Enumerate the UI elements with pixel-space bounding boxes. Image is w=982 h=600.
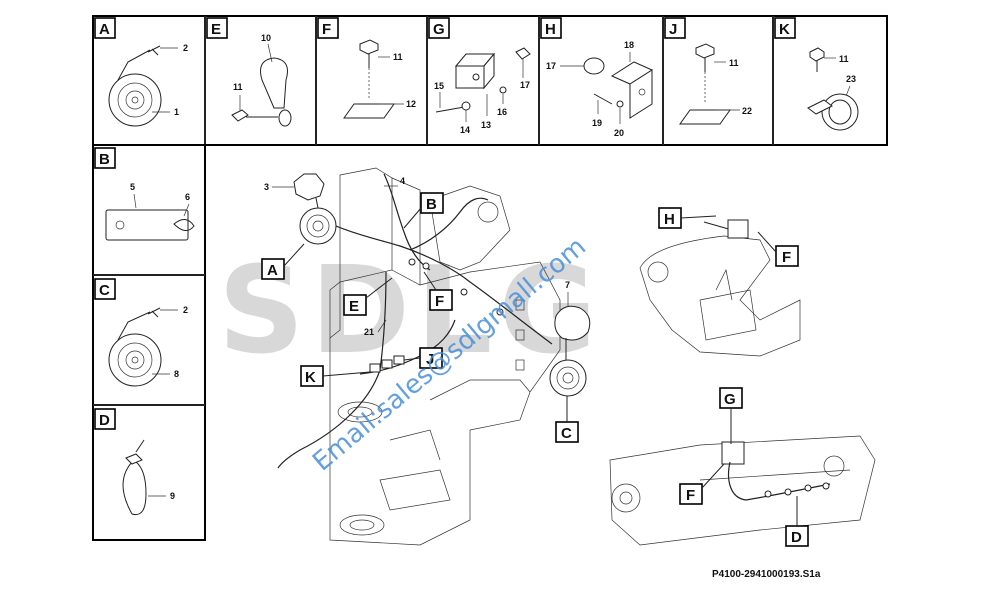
panel-H-callout-19: 19 <box>592 118 602 128</box>
panel-H-letter: H <box>545 21 556 38</box>
panel-B-letter: B <box>99 151 110 168</box>
panel-J: J 11 22 <box>664 17 752 125</box>
callout-21: 21 <box>364 327 374 337</box>
panel-D-callout-9: 9 <box>170 491 175 501</box>
panel-A-letter: A <box>99 21 110 38</box>
right-label-F-lower: F <box>686 487 695 504</box>
panel-B: B 5 6 <box>94 147 195 241</box>
panel-H-callout-20: 20 <box>614 128 624 138</box>
panel-C: C 2 8 <box>94 278 188 387</box>
panel-F-letter: F <box>322 21 331 38</box>
main-label-F: F <box>435 293 444 310</box>
panel-G-callout-16: 16 <box>497 107 507 117</box>
panel-G-callout-13: 13 <box>481 120 491 130</box>
main-label-A: A <box>267 262 278 279</box>
panel-K-callout-11: 11 <box>839 54 849 64</box>
panel-G-callout-14: 14 <box>460 125 470 135</box>
panel-K-letter: K <box>779 21 790 38</box>
main-callouts: 3 4 7 21 A B E F J K C <box>261 176 579 443</box>
panel-A: A 2 1 <box>94 17 188 127</box>
panel-B-callout-5: 5 <box>130 182 135 192</box>
panel-D-letter: D <box>99 412 110 429</box>
panel-A-callout-1: 1 <box>174 107 179 117</box>
panel-E: E 10 11 <box>206 17 292 127</box>
panel-A-callout-2: 2 <box>183 43 188 53</box>
panel-C-letter: C <box>99 282 110 299</box>
main-label-E: E <box>349 298 359 315</box>
callout-3: 3 <box>264 182 269 192</box>
main-frame-illustration <box>277 167 591 546</box>
panel-G-callout-17: 17 <box>520 80 530 90</box>
right-label-D: D <box>791 529 802 546</box>
drawing-reference: P4100-2941000193.S1a <box>712 569 821 580</box>
panel-K-callout-23: 23 <box>846 74 856 84</box>
right-label-F-upper: F <box>782 249 791 266</box>
panel-E-callout-11: 11 <box>233 82 243 92</box>
panel-K: K 11 23 <box>774 17 859 131</box>
panel-E-letter: E <box>211 21 221 38</box>
main-label-K: K <box>305 369 316 386</box>
right-upper-sketch: H F <box>639 207 801 357</box>
detail-panels-top-row <box>92 15 888 146</box>
right-label-H: H <box>664 211 675 228</box>
panel-F-callout-12: 12 <box>406 99 416 109</box>
callout-4: 4 <box>400 176 405 186</box>
panel-H: H 18 17 19 20 <box>540 17 654 138</box>
panel-J-letter: J <box>669 21 677 38</box>
panel-E-callout-10: 10 <box>261 33 271 43</box>
panel-H-callout-17: 17 <box>546 61 556 71</box>
panel-H-callout-18: 18 <box>624 40 634 50</box>
callout-7: 7 <box>565 280 570 290</box>
panel-B-callout-6: 6 <box>185 192 190 202</box>
panel-G-callout-15: 15 <box>434 81 444 91</box>
panel-F-callout-11: 11 <box>393 52 403 62</box>
main-label-J: J <box>426 351 434 368</box>
panel-J-callout-11: 11 <box>729 58 739 68</box>
right-lower-sketch: G F D <box>609 387 876 547</box>
main-label-B: B <box>426 196 437 213</box>
panel-J-callout-22: 22 <box>742 106 752 116</box>
main-label-C: C <box>561 425 572 442</box>
detail-panels-left-column <box>92 144 206 541</box>
panel-F: F 11 12 <box>317 17 416 119</box>
panel-G-letter: G <box>433 21 445 38</box>
panel-C-callout-2: 2 <box>183 305 188 315</box>
panel-C-callout-8: 8 <box>174 369 179 379</box>
right-label-G: G <box>724 391 736 408</box>
panel-G: G 17 15 14 13 16 <box>428 17 531 135</box>
panel-D: D 9 <box>94 408 175 516</box>
